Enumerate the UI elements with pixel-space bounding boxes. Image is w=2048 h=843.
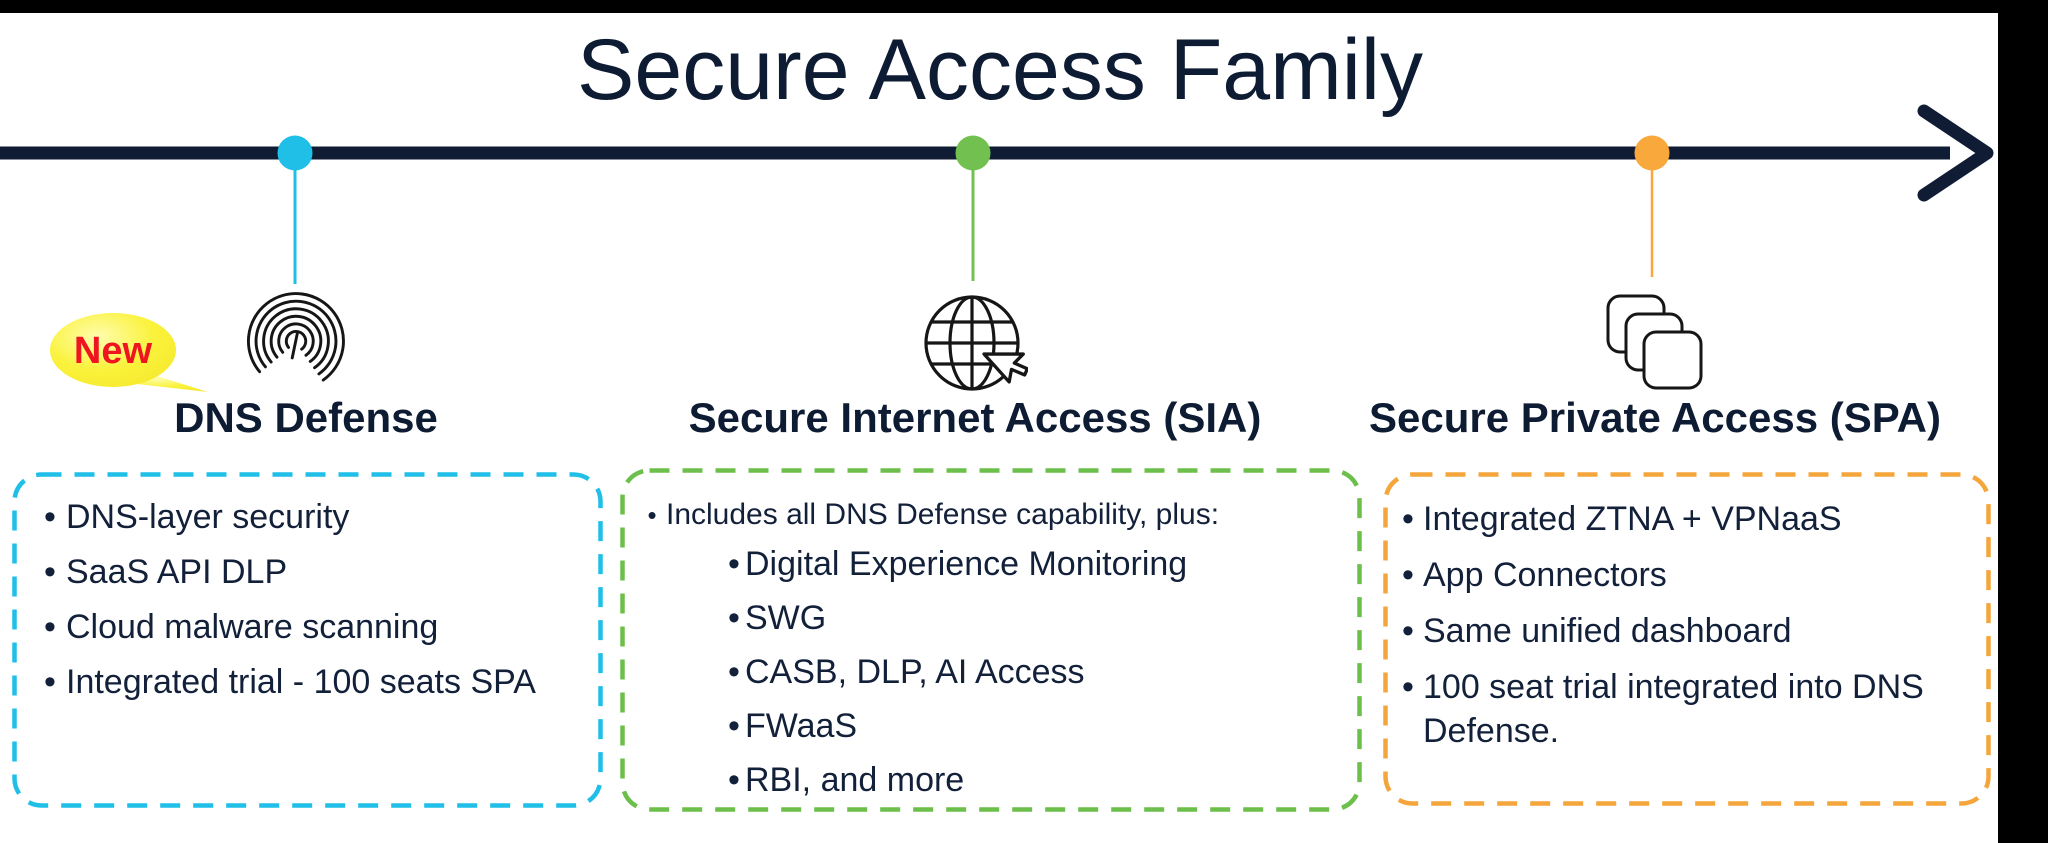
list-item-text: Same unified dashboard (1423, 612, 1792, 650)
list-item: • Includes all DNS Defense capability, pl… (638, 496, 1350, 534)
bullet-icon: • (728, 599, 740, 637)
list-item: •Same unified dashboard (1393, 609, 1983, 653)
sia-box-border (620, 468, 1362, 812)
sia-sublist: •Digital Experience Monitoring •SWG •CAS… (723, 542, 1350, 802)
new-badge: New (50, 313, 208, 392)
bullet-icon: • (1402, 612, 1414, 650)
list-item-text: Digital Experience Monitoring (745, 545, 1188, 583)
list-item-text: Includes all DNS Defense capability, plu… (666, 498, 1220, 531)
milestone-title-dns: DNS Defense (174, 394, 438, 441)
globe-cursor-icon (924, 295, 1028, 391)
list-item-text: Cloud malware scanning (66, 608, 439, 646)
new-badge-label: New (74, 330, 153, 372)
list-item: • DNS-layer security (34, 495, 589, 539)
timeline-arrowhead-icon (1917, 104, 1994, 202)
page-title: Secure Access Family (577, 22, 1423, 118)
milestone-title-spa: Secure Private Access (SPA) (1369, 394, 1941, 441)
list-item-text: Integrated ZTNA + VPNaaS (1423, 500, 1842, 538)
list-item-text: App Connectors (1423, 556, 1667, 594)
milestone-dot-sia (955, 135, 991, 171)
bullet-icon: • (44, 608, 56, 646)
list-item: •FWaaS (723, 704, 1350, 748)
bullet-icon: • (1402, 668, 1414, 706)
bullet-icon: • (728, 653, 740, 691)
stacked-squares-icon (1606, 294, 1703, 390)
list-item: •Integrated ZTNA + VPNaaS (1393, 497, 1983, 541)
dns-defense-list: • DNS-layer security • SaaS API DLP • Cloud… (12, 472, 603, 704)
list-item-text: FWaaS (745, 707, 858, 745)
list-item-text: Integrated trial - 100 seats SPA (66, 663, 536, 701)
dns-defense-box-border (12, 472, 603, 808)
list-item-text: 100 seat trial integrated into DNS Defen… (1423, 668, 1924, 750)
list-item: •Digital Experience Monitoring (723, 542, 1350, 586)
bullet-icon: • (44, 498, 56, 536)
bullet-icon: • (1402, 500, 1414, 538)
list-item-text: SaaS API DLP (66, 553, 288, 591)
list-item-text: SWG (745, 599, 827, 637)
bullet-icon: • (44, 553, 56, 591)
list-item: •App Connectors (1393, 553, 1983, 597)
top-border-bar (0, 0, 1998, 13)
new-badge-bubble (50, 313, 176, 387)
milestone-dot-dns (277, 135, 313, 171)
list-item-text: DNS-layer security (66, 498, 350, 536)
sia-list: • Includes all DNS Defense capability, pl… (620, 468, 1362, 802)
list-item: • Integrated trial - 100 seats SPA (34, 660, 589, 704)
sia-box: • Includes all DNS Defense capability, pl… (620, 468, 1362, 812)
milestone-dot-spa (1634, 135, 1670, 171)
right-border-bar (1998, 0, 2048, 843)
milestone-title-sia: Secure Internet Access (SIA) (688, 394, 1262, 441)
list-item-text: RBI, and more (745, 761, 965, 799)
list-item: •100 seat trial integrated into DNS Defe… (1393, 665, 1983, 753)
bullet-icon: • (728, 545, 740, 583)
list-item: •SWG (723, 596, 1350, 640)
spa-list: •Integrated ZTNA + VPNaaS •App Connector… (1383, 472, 1991, 753)
spa-box-border (1383, 472, 1991, 806)
bullet-icon: • (728, 707, 740, 745)
spa-box: •Integrated ZTNA + VPNaaS •App Connector… (1383, 472, 1991, 806)
list-item: •CASB, DLP, AI Access (723, 650, 1350, 694)
list-item: •RBI, and more (723, 758, 1350, 802)
list-item-text: CASB, DLP, AI Access (745, 653, 1085, 691)
list-item: • SaaS API DLP (34, 550, 589, 594)
fingerprint-icon (246, 292, 345, 382)
bullet-icon: • (647, 500, 657, 530)
bullet-icon: • (44, 663, 56, 701)
list-item: • Cloud malware scanning (34, 605, 589, 649)
bullet-icon: • (728, 761, 740, 799)
bullet-icon: • (1402, 556, 1414, 594)
dns-defense-box: • DNS-layer security • SaaS API DLP • Cloud… (12, 472, 603, 808)
